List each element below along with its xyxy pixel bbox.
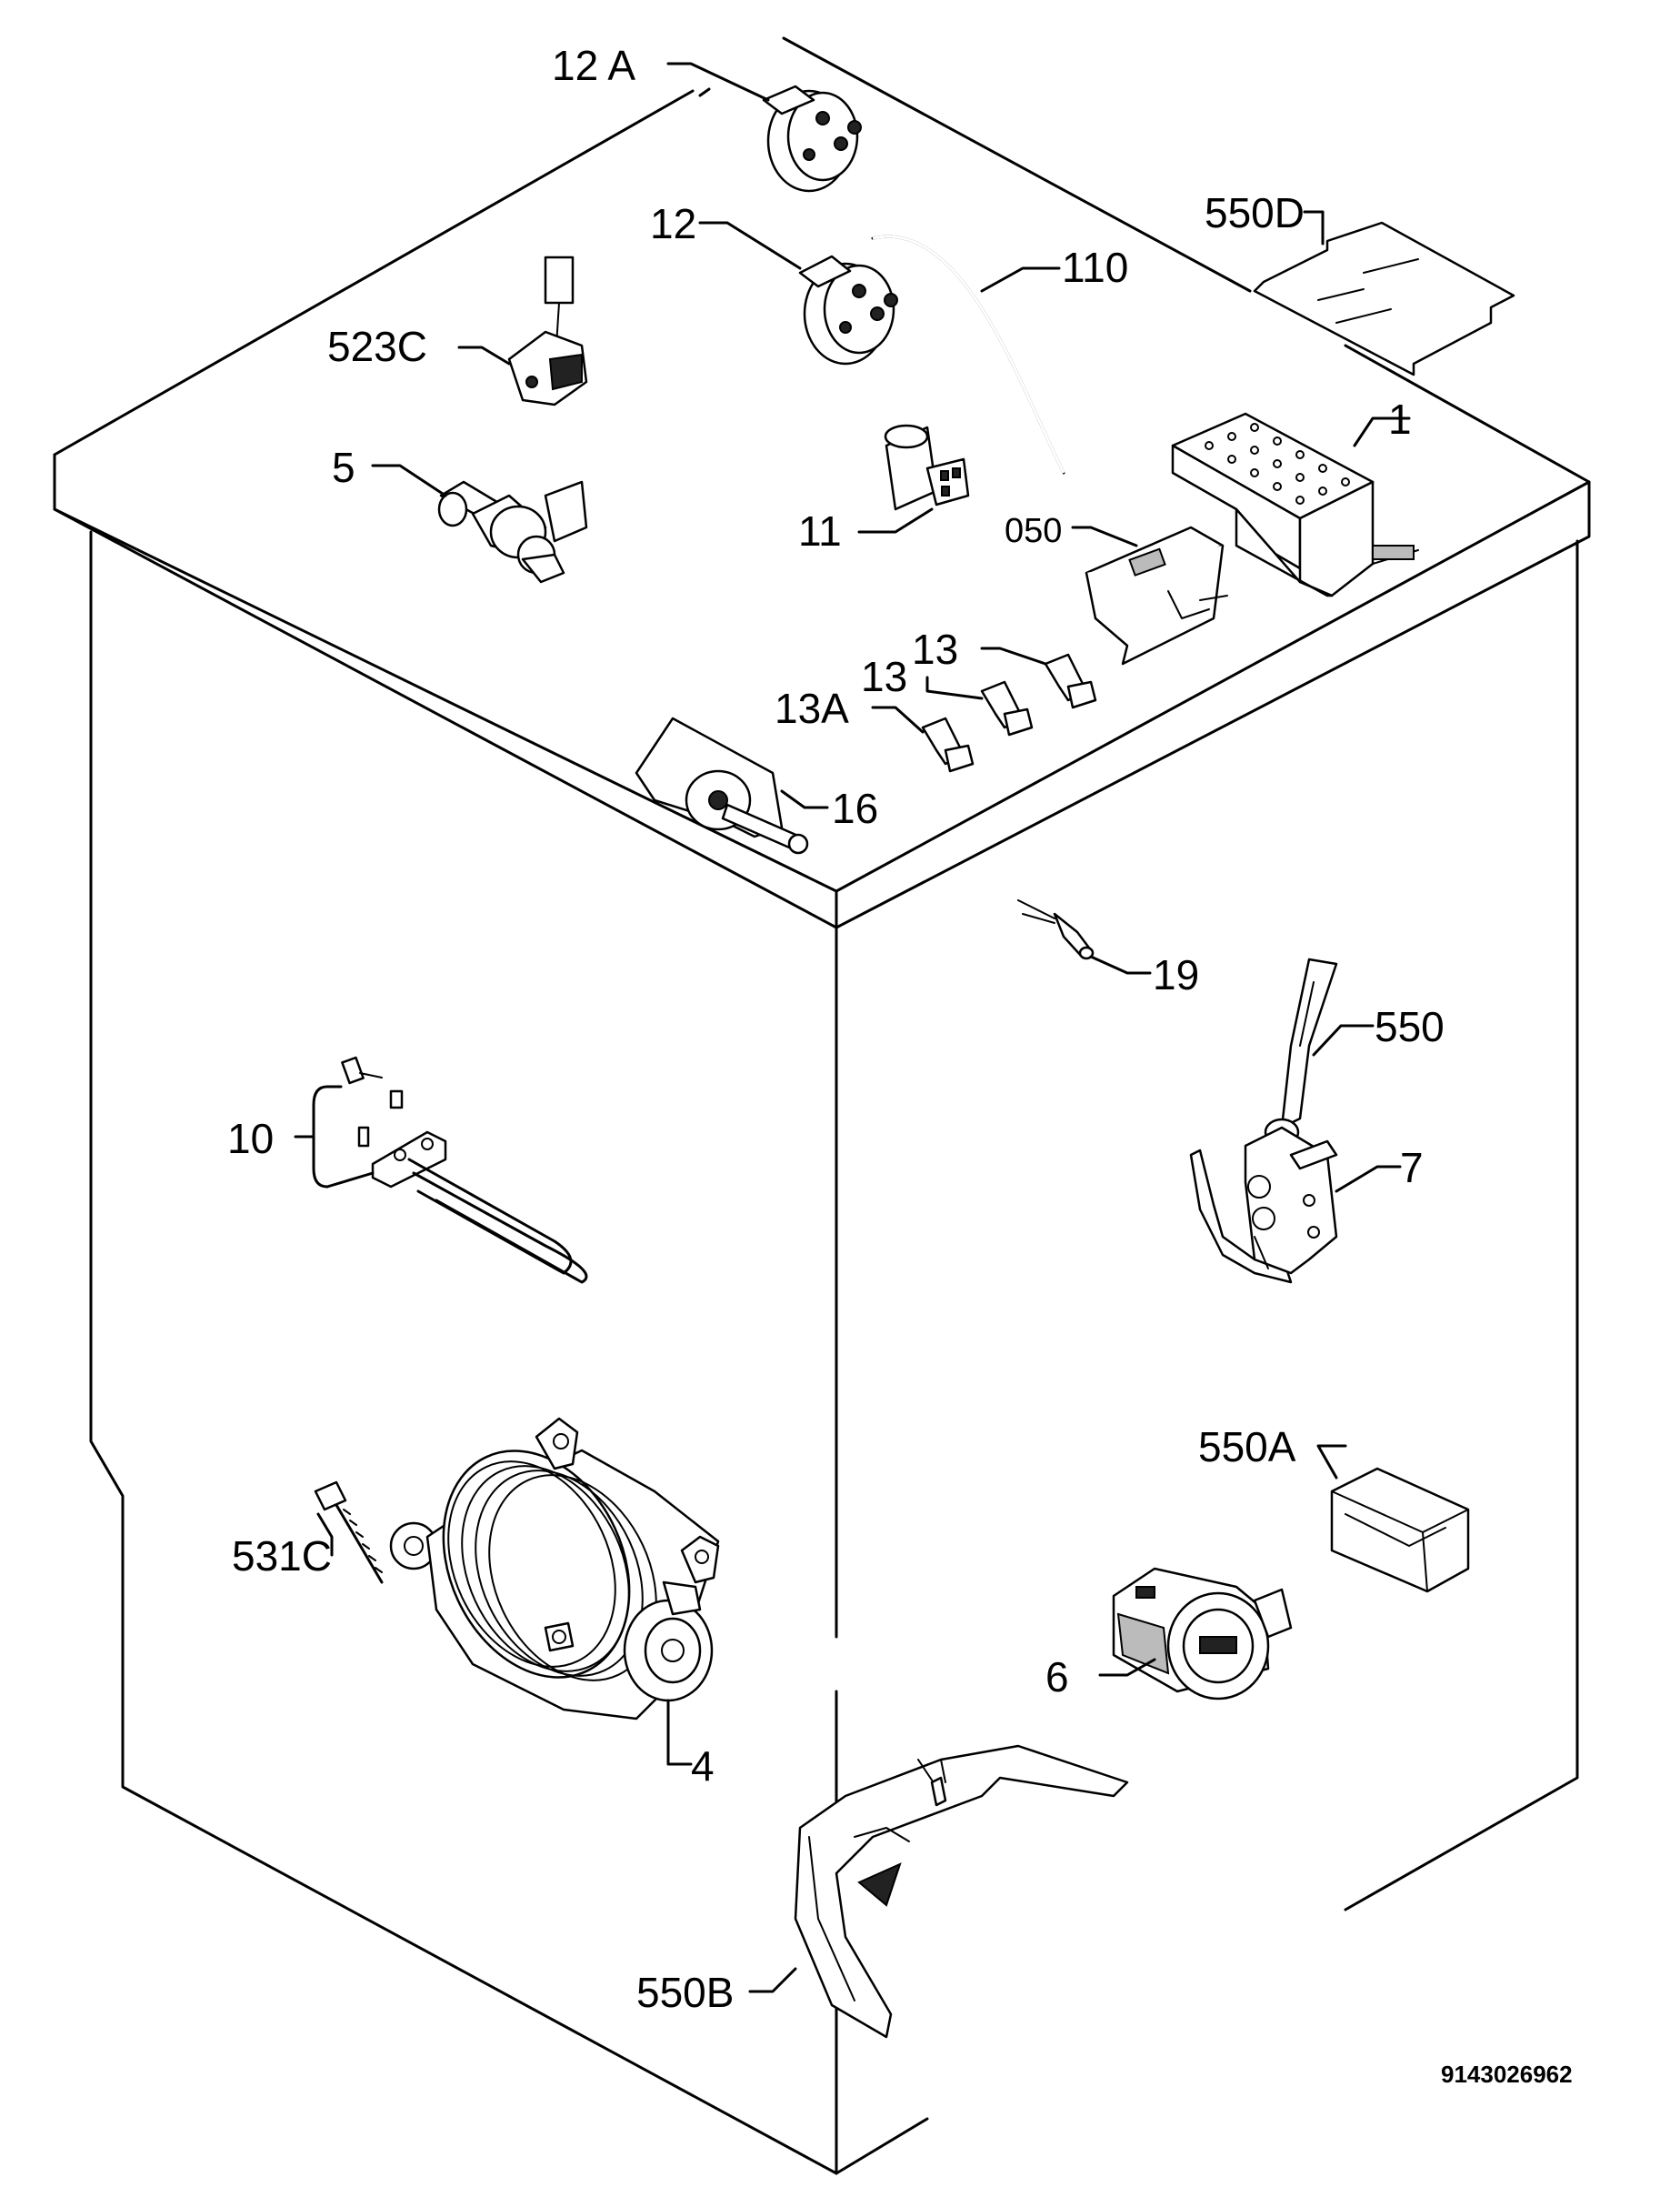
relay-7 [1189, 1126, 1338, 1284]
label-050: 050 [1005, 512, 1062, 550]
label-550d: 550D [1205, 189, 1305, 236]
label-13-top: 13 [912, 626, 958, 673]
label-12: 12 [650, 200, 696, 247]
bracket-550 [1264, 958, 1338, 1147]
control-module-1 [1171, 412, 1419, 597]
hose-110 [871, 235, 1065, 475]
label-531c: 531C [232, 1532, 332, 1580]
motor-4 [389, 1417, 720, 1721]
sensor-19 [1017, 899, 1095, 960]
cover-plate-550d [1253, 221, 1515, 376]
label-6: 6 [1045, 1653, 1069, 1700]
label-7: 7 [1400, 1144, 1424, 1191]
housing-6 [1112, 1567, 1293, 1700]
label-12a: 12 A [552, 42, 635, 89]
label-110: 110 [1062, 244, 1128, 291]
label-4: 4 [691, 1742, 715, 1790]
cabinet-outline [53, 36, 1591, 2175]
label-16: 16 [832, 785, 878, 832]
connector-13-top [1044, 653, 1097, 709]
heating-element-10 [341, 1056, 588, 1284]
pressure-switch-12 [798, 255, 898, 366]
leader-lines [294, 62, 1411, 1993]
connector-13a [921, 717, 975, 773]
switch-block-050 [1085, 526, 1228, 666]
door-lock-523c [507, 256, 588, 406]
box-cover-550a [1330, 1467, 1470, 1593]
label-19: 19 [1153, 951, 1199, 998]
label-5: 5 [332, 444, 355, 491]
label-1: 1 [1388, 396, 1412, 443]
label-13a: 13A [775, 685, 849, 732]
pressure-switch-12a [762, 85, 862, 193]
connector-13 [980, 680, 1034, 737]
label-13: 13 [861, 653, 907, 700]
guard-550b [794, 1744, 1129, 2039]
part-labels: 12 A 12 110 550D 523C 1 5 11 050 13 13 1… [227, 42, 1573, 2088]
label-10: 10 [227, 1115, 274, 1162]
label-11: 11 [798, 507, 842, 555]
selector-switch-16 [635, 717, 809, 855]
capacitor-11 [884, 424, 970, 511]
label-550: 550 [1375, 1003, 1445, 1050]
label-523c: 523C [327, 323, 427, 370]
bolt-531c [314, 1480, 384, 1584]
label-550b: 550B [636, 1969, 734, 2016]
drawing-code: 9143026962 [1441, 2061, 1573, 2088]
inlet-valve-5 [437, 480, 588, 584]
label-550a: 550A [1198, 1423, 1296, 1470]
